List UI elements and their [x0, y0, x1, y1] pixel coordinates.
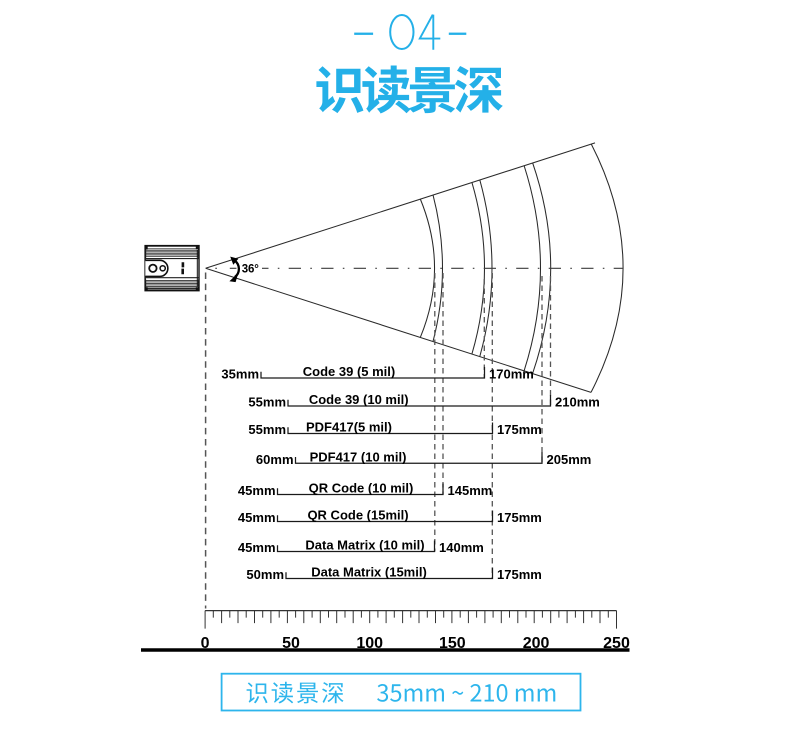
svg-text:175mm: 175mm [497, 567, 542, 582]
svg-text:170mm: 170mm [489, 367, 534, 382]
svg-text:210mm: 210mm [555, 395, 600, 410]
svg-text:175mm: 175mm [497, 422, 542, 437]
svg-text:QR Code (15mil): QR Code (15mil) [307, 508, 408, 523]
svg-text:55mm: 55mm [248, 395, 286, 410]
svg-text:175mm: 175mm [497, 510, 542, 525]
svg-text:0: 0 [201, 635, 210, 652]
svg-text:Data Matrix (10 mil): Data Matrix (10 mil) [305, 538, 424, 553]
svg-text:50: 50 [282, 635, 300, 652]
svg-text:150: 150 [439, 635, 466, 652]
svg-text:100: 100 [356, 635, 383, 652]
svg-text:55mm: 55mm [248, 422, 286, 437]
svg-text:Code 39 (5 mil): Code 39 (5 mil) [303, 364, 395, 379]
svg-text:140mm: 140mm [439, 540, 484, 555]
svg-text:250: 250 [603, 635, 630, 652]
svg-text:QR Code (10 mil): QR Code (10 mil) [309, 481, 414, 496]
svg-text:PDF417(5 mil): PDF417(5 mil) [306, 420, 392, 435]
svg-text:36°: 36° [242, 263, 259, 275]
svg-text:Data Matrix (15mil): Data Matrix (15mil) [311, 565, 427, 580]
svg-text:50mm: 50mm [246, 567, 284, 582]
svg-text:60mm: 60mm [256, 452, 294, 467]
svg-text:45mm: 45mm [238, 540, 276, 555]
svg-text:35mm: 35mm [221, 367, 259, 382]
svg-text:205mm: 205mm [547, 452, 592, 467]
svg-text:45mm: 45mm [238, 483, 276, 498]
svg-text:Code 39 (10 mil): Code 39 (10 mil) [309, 392, 409, 407]
svg-text:45mm: 45mm [238, 510, 276, 525]
svg-text:200: 200 [523, 635, 550, 652]
svg-text:PDF417 (10 mil): PDF417 (10 mil) [310, 449, 407, 464]
svg-text:145mm: 145mm [448, 483, 493, 498]
